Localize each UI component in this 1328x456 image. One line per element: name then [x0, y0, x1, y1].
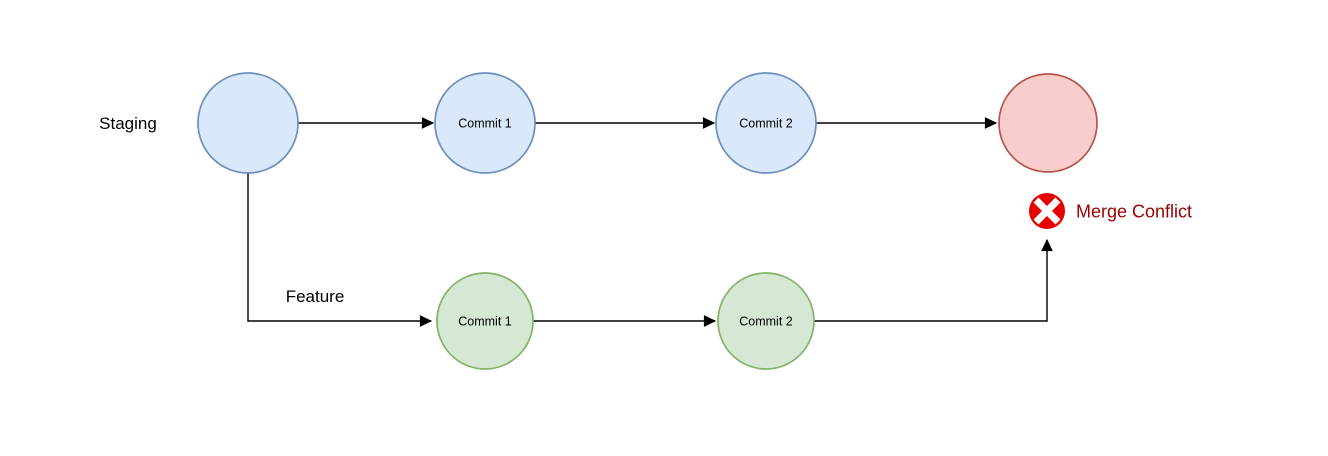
error-x-icon [1029, 193, 1065, 229]
arrow-branch-to-feature-commit1 [247, 173, 433, 327]
feature-commit-1-node: Commit 1 [436, 272, 534, 370]
feature-commit-2-node: Commit 2 [717, 272, 815, 370]
staging-commit-2-node-label: Commit 2 [739, 117, 793, 131]
merge-target-node [998, 73, 1098, 173]
feature-commit-1-node-label: Commit 1 [458, 315, 512, 329]
feature-branch-label: Feature [286, 287, 345, 306]
staging-commit-1-node: Commit 1 [434, 72, 536, 174]
staging-commit-2-node: Commit 2 [715, 72, 817, 174]
merge-conflict-label: Merge Conflict [1076, 202, 1192, 222]
staging-branch-label: Staging [99, 114, 157, 133]
staging-commit-1-node-label: Commit 1 [458, 117, 512, 131]
arrow-feature-commit2-to-merge-conflict [814, 238, 1053, 322]
feature-commit-2-node-label: Commit 2 [739, 315, 793, 329]
staging-root-node [197, 72, 299, 174]
